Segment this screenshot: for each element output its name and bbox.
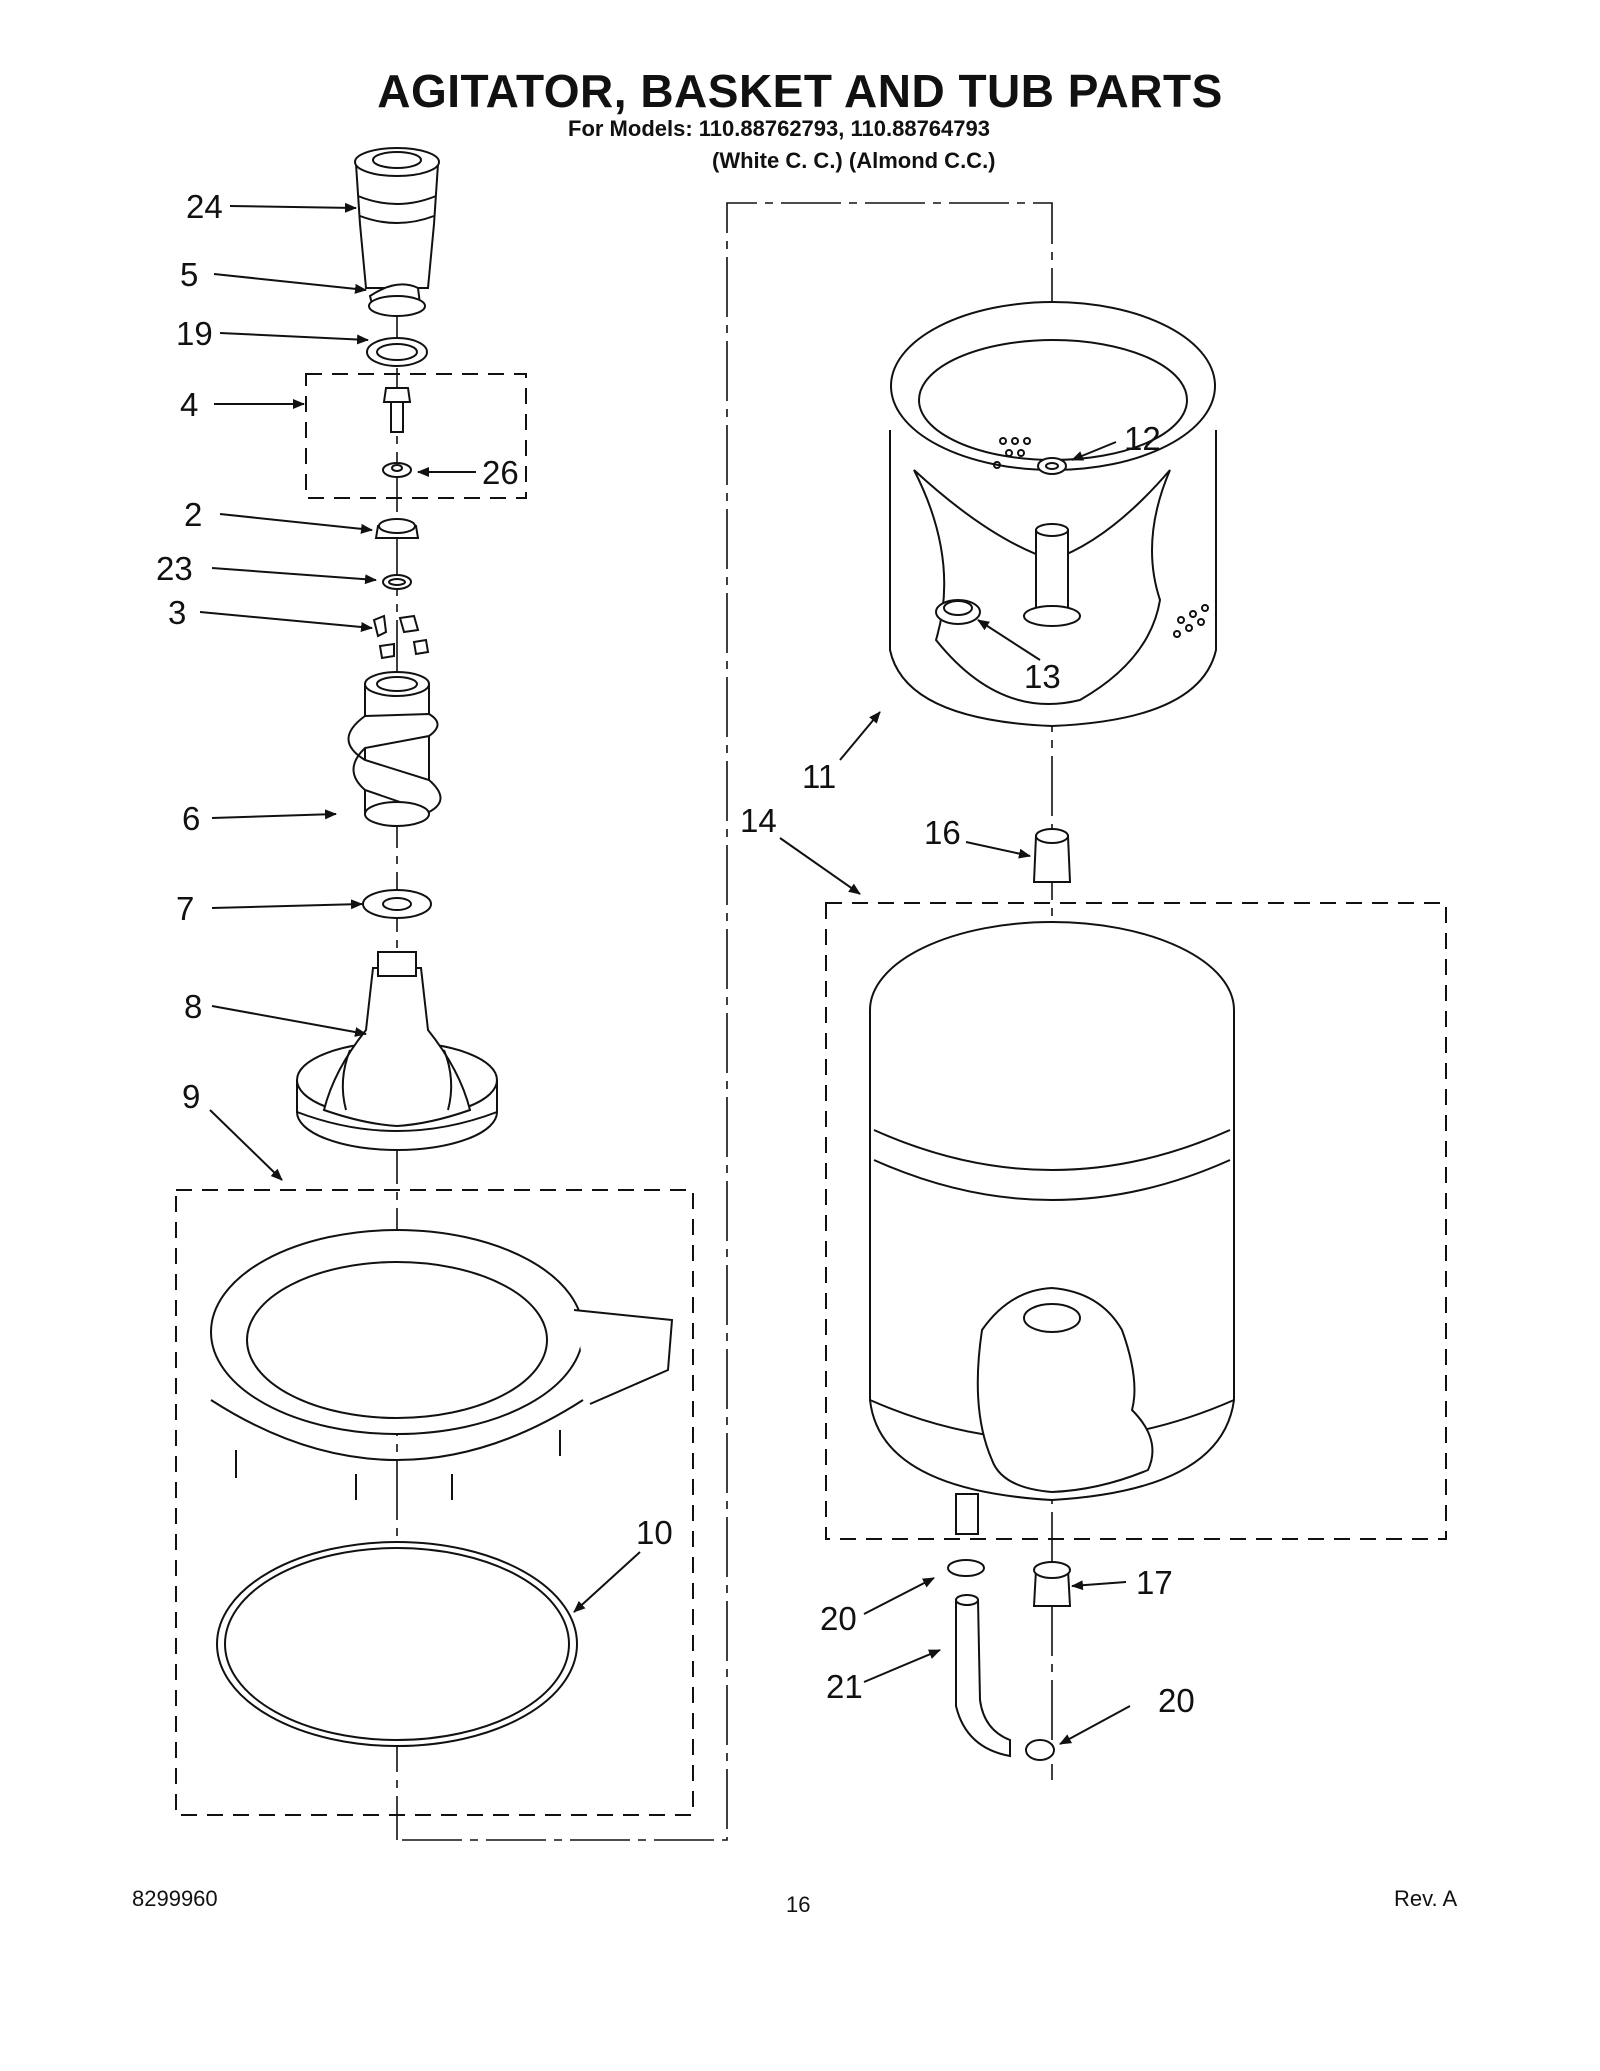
- callout-20-upper: 20: [820, 1600, 857, 1637]
- models-line: For Models: 110.88762793, 110.88764793: [568, 116, 990, 141]
- part-16-coupling: [1032, 828, 1072, 883]
- callout-arrows: [199, 202, 1131, 1745]
- footer-page-number: 16: [786, 1892, 811, 1917]
- callout-2: 2: [184, 496, 202, 533]
- callout-26: 26: [482, 454, 519, 491]
- part-20-clamp-lower: [1025, 1739, 1055, 1761]
- part-11-basket: [889, 301, 1217, 728]
- part-19-seal-ring: [366, 337, 428, 367]
- part-26-washer: [382, 462, 412, 478]
- part-4-bolt: [382, 387, 412, 433]
- callout-21: 21: [826, 1668, 863, 1705]
- footer-revision: Rev. A: [1394, 1886, 1458, 1911]
- callout-8: 8: [184, 988, 202, 1025]
- group-box-4: [305, 373, 527, 499]
- part-7-bearing: [362, 889, 432, 919]
- callout-4: 4: [180, 386, 198, 423]
- callout-10: 10: [636, 1514, 673, 1551]
- part-24-agitator-cap: [354, 147, 440, 289]
- part-6-auger: [347, 671, 442, 827]
- part-2-retainer: [374, 518, 420, 539]
- callout-9: 9: [182, 1078, 200, 1115]
- callout-6: 6: [182, 800, 200, 837]
- group-box-14: [825, 902, 1447, 1540]
- part-9-tub-ring: [210, 1229, 674, 1500]
- callout-13: 13: [1024, 658, 1061, 695]
- callout-14: 14: [740, 802, 777, 839]
- part-8-agitator-base: [296, 951, 498, 1151]
- callout-7: 7: [176, 890, 194, 927]
- part-23-o-ring: [382, 574, 412, 590]
- part-13-bushing: [935, 599, 981, 625]
- callout-5: 5: [180, 256, 198, 293]
- footer-part-number: 8299960: [132, 1886, 218, 1911]
- callout-16: 16: [924, 814, 961, 851]
- callout-3: 3: [168, 594, 186, 631]
- part-17-drain-plug: [1032, 1561, 1072, 1607]
- callout-24: 24: [186, 188, 223, 225]
- callout-19: 19: [176, 315, 213, 352]
- part-14-outer-tub: [869, 921, 1235, 1535]
- part-5-cap: [368, 283, 426, 317]
- part-3-dogs: [372, 614, 430, 660]
- part-12-nut: [1037, 457, 1067, 475]
- assembly-connector-line: [402, 202, 1053, 1841]
- callout-12: 12: [1124, 420, 1161, 457]
- callout-23: 23: [156, 550, 193, 587]
- part-21-drain-hose: [955, 1594, 1011, 1758]
- colors-line: (White C. C.) (Almond C.C.): [712, 148, 996, 173]
- callout-20-lower: 20: [1158, 1682, 1195, 1719]
- part-10-tub-seal: [216, 1541, 578, 1747]
- part-20-clamp-upper: [947, 1559, 985, 1577]
- page-title: AGITATOR, BASKET AND TUB PARTS: [377, 65, 1223, 117]
- callout-11: 11: [802, 758, 836, 795]
- callout-17: 17: [1136, 1564, 1173, 1601]
